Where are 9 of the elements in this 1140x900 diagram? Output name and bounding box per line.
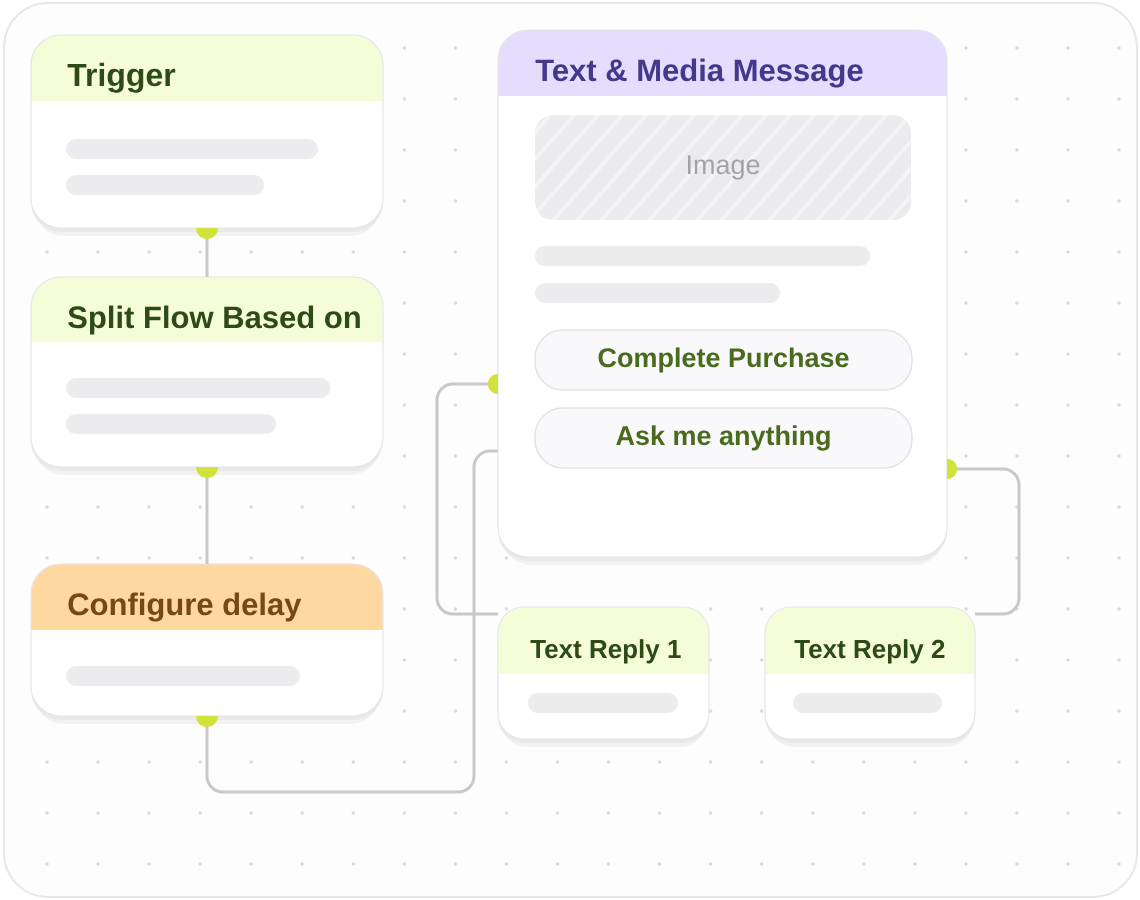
connector-line xyxy=(947,459,1021,616)
connector-line xyxy=(196,228,218,277)
reply-button: Ask me anything xyxy=(534,407,913,469)
connector-line xyxy=(196,449,498,794)
step-card: Configure delay xyxy=(30,563,384,724)
reply-button: Complete Purchase xyxy=(534,329,913,391)
connector-line xyxy=(435,374,498,616)
image-field: Image xyxy=(535,115,911,220)
connector-line xyxy=(196,467,218,564)
